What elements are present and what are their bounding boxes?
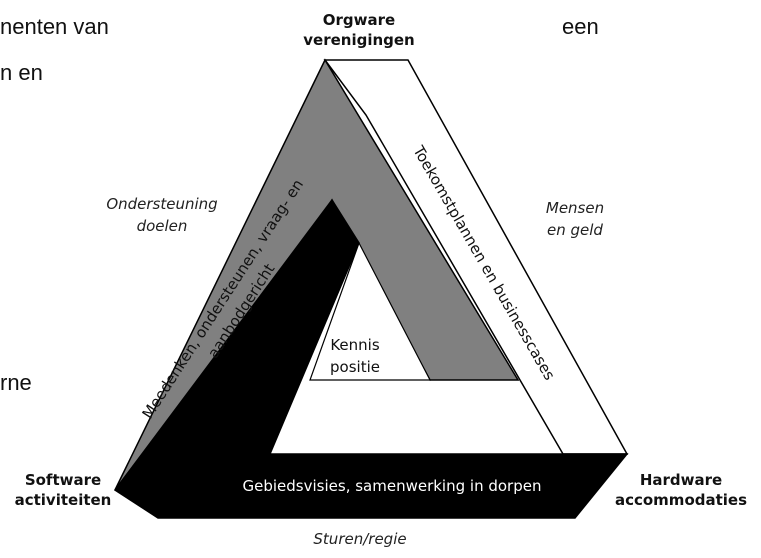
bottom-bar-text: Gebiedsvisies, samenwerking in dorpen [242, 477, 542, 495]
corner-right-label: Hardware accommodaties [606, 470, 756, 510]
center-label: Kennis positie [315, 334, 395, 378]
center-line2: positie [330, 358, 380, 376]
corner-right-line2: accommodaties [614, 491, 748, 509]
bg-text-line1-left: nenten van [0, 14, 109, 39]
inner-triangle [309, 241, 431, 381]
bottom-bar [113, 198, 629, 519]
corner-right-line1: Hardware [639, 471, 723, 489]
corner-left-label: Software activiteiten [0, 470, 126, 510]
corner-left-line2: activiteiten [14, 491, 112, 509]
side-right-label: Mensen en geld [525, 197, 625, 241]
center-line1: Kennis [330, 336, 380, 354]
bg-text-line3-left: rne [0, 370, 32, 395]
side-left-line1: Ondersteuning [106, 195, 218, 213]
side-right-line2: en geld [547, 221, 603, 239]
side-bottom-label: Sturen/regie [313, 530, 407, 548]
side-left-label: Ondersteuning doelen [92, 193, 232, 237]
side-left-line2: doelen [136, 217, 188, 235]
bg-text-line1-right: een [562, 14, 599, 39]
corner-left-line1: Software [24, 471, 102, 489]
corner-top-line2: verenigingen [303, 31, 415, 49]
corner-top-label: Orgware verenigingen [299, 10, 419, 50]
bg-text-line2-left: n en [0, 60, 43, 85]
side-right-line1: Mensen [545, 199, 605, 217]
corner-top-line1: Orgware [322, 11, 396, 29]
